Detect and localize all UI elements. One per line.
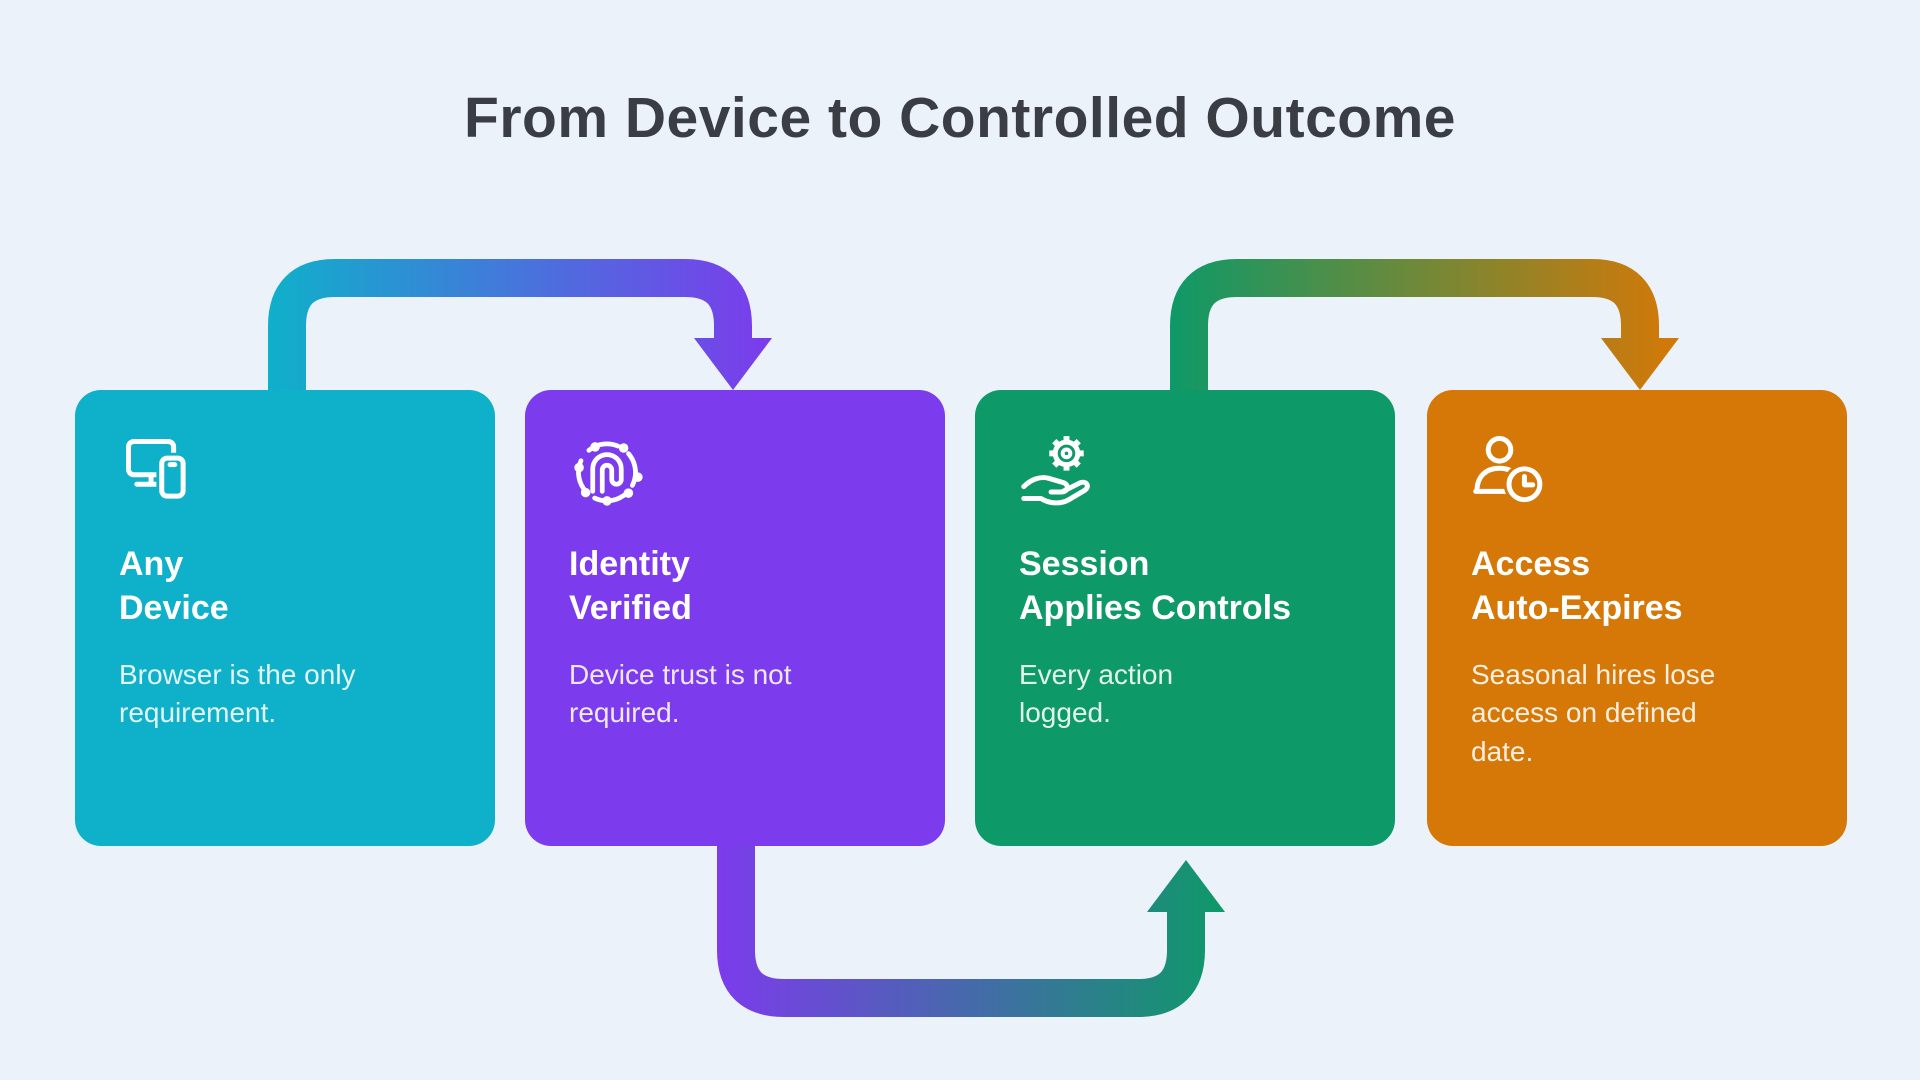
arrowhead-down-icon (1601, 338, 1679, 390)
devices-icon (126, 439, 189, 502)
user-clock-icon (1473, 436, 1546, 506)
arrowhead-down-icon (694, 338, 772, 390)
arrow-any-device-to-identity-verified (268, 259, 772, 400)
card-body: Every action logged. (1019, 659, 1174, 729)
card-title: Identity Verified (569, 545, 692, 628)
arrow-identity-verified-to-session-applies-controls (717, 836, 1225, 1017)
card-title: Any Device (119, 545, 229, 628)
card-body: Browser is the only requirement. (119, 659, 356, 729)
page-title: From Device to Controlled Outcome (464, 86, 1456, 150)
gear-hand-icon (1021, 436, 1090, 506)
card-access-auto-expires: Access Auto-Expires Seasonal hires lose … (1427, 390, 1847, 846)
card-title: Session Applies Controls (1019, 545, 1292, 628)
card-body: Seasonal hires lose access on defined da… (1471, 659, 1716, 767)
arrowhead-up-icon (1147, 860, 1225, 912)
card-any-device: Any Device Browser is the only requireme… (75, 390, 495, 846)
card-body: Device trust is not required. (569, 659, 792, 729)
card-identity-verified: Identity Verified Device trust is not re… (525, 390, 945, 846)
arrow-session-applies-controls-to-access-auto-expires (1170, 259, 1679, 400)
fingerprint-scan-icon (574, 441, 643, 506)
card-session-applies-controls: Session Applies Controls Every action lo… (975, 390, 1395, 846)
card-title: Access Auto-Expires (1471, 545, 1683, 628)
